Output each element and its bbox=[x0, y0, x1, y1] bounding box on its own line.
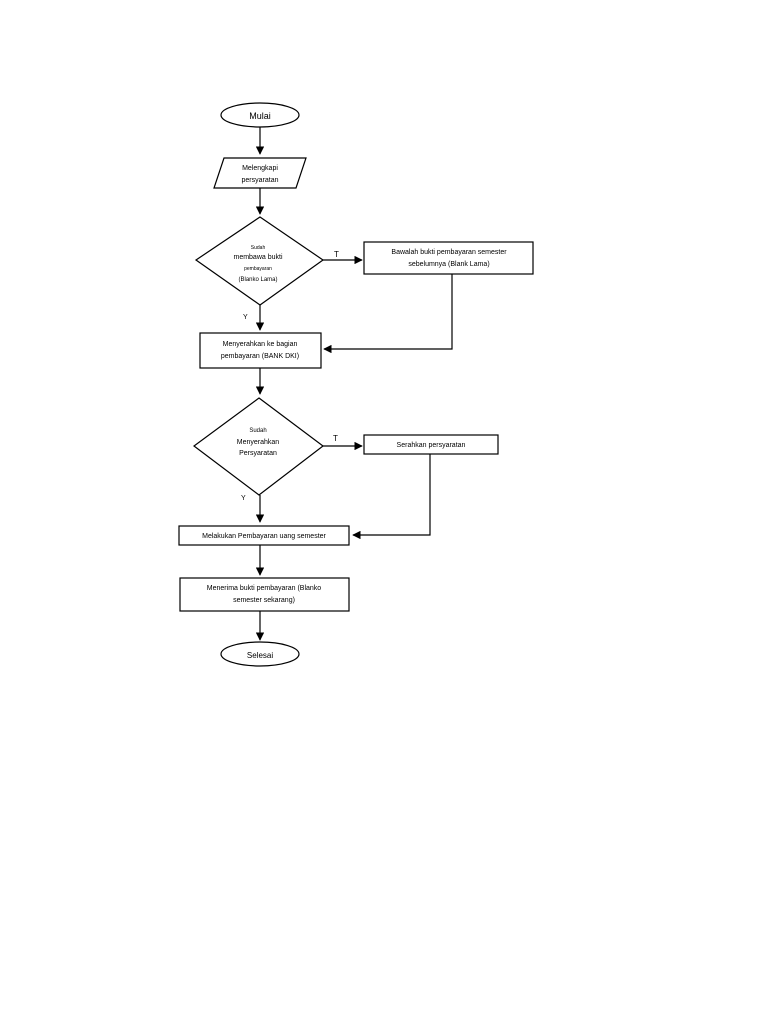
process-receive-line-1: Menerima bukti pembayaran (Blanko bbox=[207, 585, 321, 592]
process-hand-line-1: Serahkan persyaratan bbox=[397, 442, 466, 449]
process-submit-line-1: Menyerahkan ke bagian bbox=[223, 341, 298, 348]
arrow-bring-to-submit bbox=[323, 274, 453, 354]
input-parallelogram: Melengkapi persyaratan bbox=[213, 157, 307, 189]
input-label-line-2: persyaratan bbox=[242, 177, 279, 184]
process-bring-line-1: Bawalah bukti pembayaran semester bbox=[391, 249, 507, 256]
decision-2-line-3: Persyaratan bbox=[239, 450, 277, 457]
process-pay-line-1: Melakukan Pembayaran uang semester bbox=[202, 533, 326, 540]
decision-1-line-3: pembayaran bbox=[244, 266, 272, 272]
decision-1-line-4: (Blanko Lama) bbox=[238, 277, 277, 283]
input-label-line-1: Melengkapi bbox=[242, 165, 278, 172]
process-receive-line-2: semester sekarang) bbox=[233, 597, 295, 604]
decision-1-line-2: membawa bukti bbox=[233, 254, 282, 261]
decision-2-yes-label: Y bbox=[241, 495, 246, 502]
decision-1-diamond: Sudah membawa bukti pembayaran (Blanko L… bbox=[194, 216, 325, 306]
process-bring-receipt: Bawalah bukti pembayaran semester sebelu… bbox=[363, 241, 534, 275]
process-hand-requirements: Serahkan persyaratan bbox=[363, 434, 499, 455]
end-terminator: Selesai bbox=[220, 641, 300, 667]
decision-2-no-label: T bbox=[333, 434, 338, 443]
arrow-hand-to-pay bbox=[352, 454, 431, 540]
start-label: Mulai bbox=[249, 111, 271, 121]
process-pay-semester: Melakukan Pembayaran uang semester bbox=[178, 525, 350, 546]
start-terminator: Mulai bbox=[220, 102, 300, 128]
process-submit-to-bank: Menyerahkan ke bagian pembayaran (BANK D… bbox=[199, 332, 322, 369]
process-submit-line-2: pembayaran (BANK DKI) bbox=[221, 353, 299, 360]
decision-2-line-2: Menyerahkan bbox=[237, 439, 280, 446]
end-label: Selesai bbox=[247, 651, 273, 660]
connectors bbox=[255, 127, 453, 641]
process-bring-line-2: sebelumnya (Blank Lama) bbox=[408, 261, 489, 268]
decision-2-line-1: Sudah bbox=[249, 428, 266, 434]
decision-1-no-label: T bbox=[334, 250, 339, 259]
decision-1-line-1: Sudah bbox=[251, 245, 266, 251]
process-receive-receipt: Menerima bukti pembayaran (Blanko semest… bbox=[179, 577, 350, 612]
decision-1-yes-label: Y bbox=[243, 314, 248, 321]
decision-2-diamond: Sudah Menyerahkan Persyaratan bbox=[192, 397, 324, 496]
